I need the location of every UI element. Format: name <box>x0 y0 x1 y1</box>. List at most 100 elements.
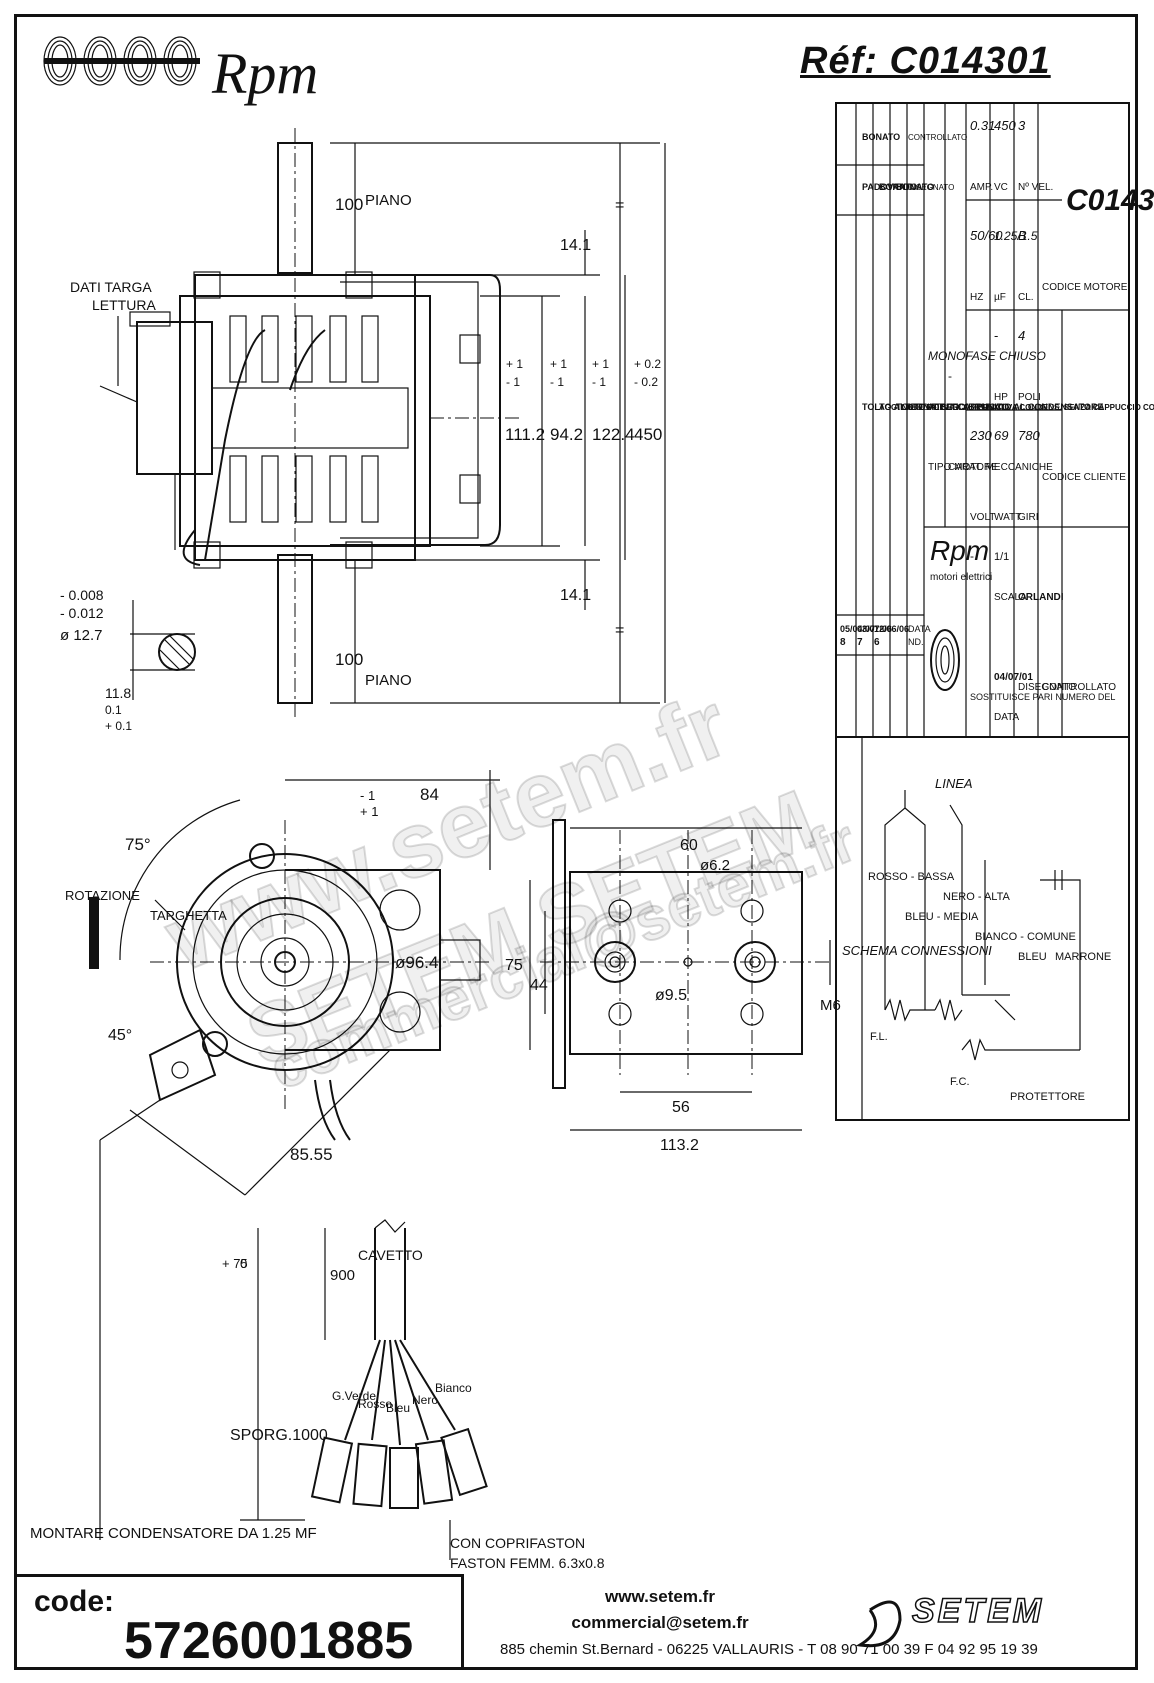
wiring-schema <box>835 736 1130 1121</box>
uf-value: 1.25/1.5 <box>994 229 1038 243</box>
disegnato-value: ORLANDI <box>1018 592 1064 603</box>
scala-label: SCALA <box>994 592 1027 603</box>
rev-8-designer: PADOVANI <box>862 182 908 192</box>
dim-sporg: SPORG.1000 <box>230 1427 328 1444</box>
label-piano-top: PIANO <box>365 192 412 209</box>
dim-84: 84 <box>420 785 439 804</box>
vel-label: Nº VEL. <box>1018 182 1053 193</box>
title-block-company: Rpm <box>930 535 989 566</box>
tol-450-plus: + 0.2 <box>634 357 661 371</box>
giri-label: GIRI <box>1018 512 1039 523</box>
hp-label: HP <box>994 392 1008 403</box>
schema-title: SCHEMA CONNESSIONI <box>842 943 992 958</box>
schema-rosso: ROSSO - BASSA <box>868 871 955 883</box>
rev-header-data: DATA <box>908 624 931 634</box>
schema-bianco: BIANCO - COMUNE <box>975 931 1076 943</box>
tol-122-plus: + 1 <box>592 357 609 371</box>
rev-7-date: 03/07/06 <box>857 624 892 634</box>
cl-label: CL. <box>1018 292 1034 303</box>
cable-assembly-view <box>240 1219 488 1560</box>
rev-8-date: 05/04/07 <box>840 624 875 634</box>
tol-122-minus: - 1 <box>592 375 606 389</box>
rev-header-n: ND. <box>908 637 924 647</box>
brand-name: Rpm <box>212 41 319 106</box>
amp-value: 0.31 <box>970 118 995 133</box>
tipo-motore-value: MONOFASE CHIUSO <box>928 349 1046 363</box>
dim-60: 60 <box>680 837 698 854</box>
codice-cliente-label: CODICE CLIENTE <box>1042 472 1126 483</box>
dim-122-4: 122.4 <box>592 425 635 444</box>
rpm-coil-logo <box>43 36 200 86</box>
label-faston-2: CON COPRIFASTON <box>450 1535 585 1551</box>
dim-56: 56 <box>672 1099 690 1116</box>
shaft-section-detail <box>130 600 196 700</box>
rev-7-desc: AGG. NOTE E DISEG. ALTERNATIVA CONDENS. … <box>879 403 1154 412</box>
label-condensatore: MONTARE CONDENSATORE DA 1.25 MF <box>30 1525 317 1542</box>
carat-value: - <box>948 369 952 383</box>
dim-6-2: ø6.2 <box>700 857 730 874</box>
website-link[interactable]: www.setem.fr <box>605 1587 715 1606</box>
dim-44: 44 <box>530 977 548 994</box>
disegnato-label: DISEGNATO <box>1018 682 1076 693</box>
shaft-flat-tol-a: 0.1 <box>105 703 122 717</box>
code-value: 5726001885 <box>124 1612 414 1670</box>
tol-450-minus: - 0.2 <box>634 375 658 389</box>
tol-94-plus: + 1 <box>550 357 567 371</box>
shaft-flat: 11.8 <box>105 685 131 701</box>
rev-7-number: 7 <box>857 637 863 648</box>
code-box: code: 5726001885 <box>14 1574 464 1670</box>
email-link[interactable]: commercial@setem.fr <box>571 1613 749 1632</box>
schema-protettore: PROTETTORE <box>1010 1091 1085 1103</box>
front-view-dimensions <box>99 770 500 1540</box>
hp-value: - <box>994 328 998 343</box>
dim-111-2: 111.2 <box>505 425 545 444</box>
sost-label: SOSTITUISCE PARI NUMERO DEL <box>970 692 1115 702</box>
dim-sporg-tol-b: 0 <box>240 1256 247 1271</box>
poli-label: POLI <box>1018 392 1041 403</box>
schema-bleu: BLEU <box>1018 951 1047 963</box>
title-block-grid <box>835 102 1130 738</box>
schema-marrone: MARRONE <box>1055 951 1111 963</box>
uf-label: µF <box>994 292 1006 303</box>
vc-label: VC <box>994 182 1008 193</box>
label-faston-1: FASTON FEMM. 6.3x0.8 <box>450 1555 605 1571</box>
sost-value: - <box>970 549 974 563</box>
dim-9-5: ø9.5 <box>655 987 687 1004</box>
giri-value: 780 <box>1018 428 1040 443</box>
rev-6-desc: TOLTO ALBERO BRUNITO <box>896 402 1009 412</box>
code-label: code: <box>34 1585 115 1618</box>
amp-label: AMP. <box>970 182 993 193</box>
hz-label: HZ <box>970 292 983 303</box>
data-label: DATA <box>994 712 1020 723</box>
reference-number: Réf: C014301 <box>800 40 1051 82</box>
scala-value: 1/1 <box>994 551 1009 563</box>
schema-bleu-media: BLEU - MEDIA <box>905 911 979 923</box>
carat-label: CARAT. MECCANICHE <box>948 462 1053 473</box>
label-lettura: LETTURA <box>92 297 156 313</box>
dim-14-1-top: 14.1 <box>560 237 591 254</box>
shaft-tol-b: - 0.012 <box>60 605 104 621</box>
shaft-tol-a: - 0.008 <box>60 587 104 603</box>
motor-front-view <box>148 820 490 1141</box>
dim-96-4: ø96.4 <box>395 953 438 972</box>
rev-6-number: 6 <box>874 637 880 648</box>
label-targhetta: TARGHETTA <box>150 908 227 923</box>
tol-111-minus: - 1 <box>506 375 520 389</box>
tol-94-minus: - 1 <box>550 375 564 389</box>
rev-8-number: 8 <box>840 637 846 648</box>
vc-value: 450 <box>994 118 1016 133</box>
rev-7-designer: BONATO <box>879 182 917 192</box>
volt-value: 230 <box>969 428 992 443</box>
dim-900: 900 <box>330 1267 355 1284</box>
title-block-company-sub: motori elettrici <box>930 572 992 583</box>
dim-94-2: 94.2 <box>550 425 583 444</box>
rev-6-date: 12/06/06 <box>874 624 909 634</box>
cl-value: B <box>1018 228 1027 243</box>
dim-450: 450 <box>634 425 662 444</box>
hz-value: 50/60 <box>970 228 1003 243</box>
tipo-motore-label: TIPO MOTORE <box>928 462 998 473</box>
tol-111-plus: + 1 <box>506 357 523 371</box>
contact-block: www.setem.fr commercial@setem.fr <box>470 1584 850 1636</box>
setem-swoosh-icon <box>855 1600 902 1648</box>
